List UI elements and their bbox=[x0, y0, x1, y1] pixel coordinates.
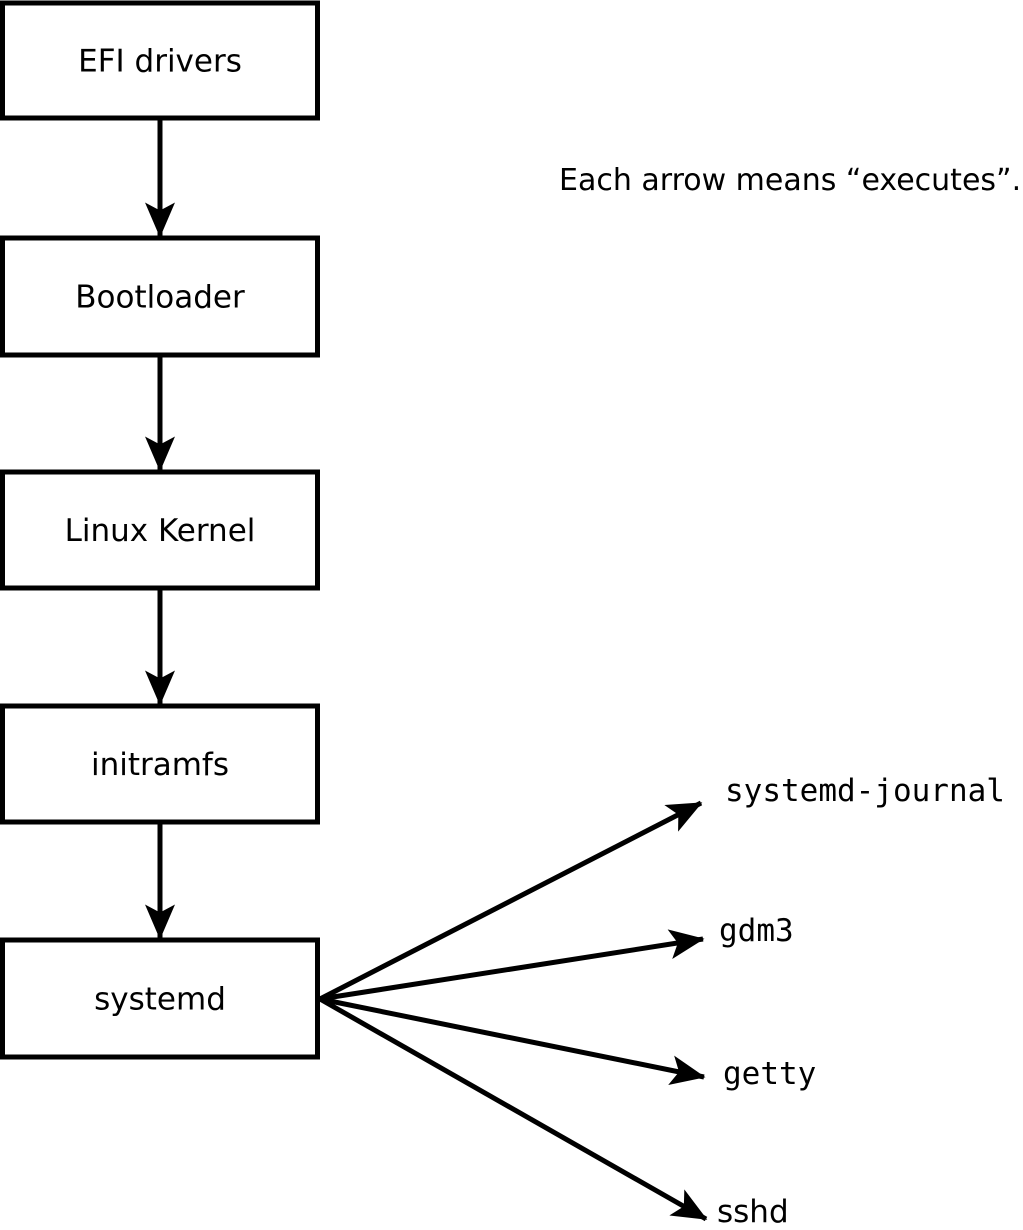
note-text: Each arrow means “executes”. bbox=[559, 163, 1021, 198]
bootloader-box-rect bbox=[0, 235, 320, 358]
target-label-sshd: sshd bbox=[717, 1194, 789, 1230]
arrow-systemd-to-getty bbox=[319, 996, 706, 1086]
target-label-gdm3: gdm3 bbox=[719, 913, 794, 949]
bootloader-box-label: Bootloader bbox=[75, 280, 245, 316]
efi-drivers-box-rect bbox=[0, 0, 320, 121]
systemd-box: systemd bbox=[0, 937, 320, 1060]
efi-drivers-box: EFI drivers bbox=[0, 0, 320, 121]
arrow-systemd-to-gdm3 bbox=[319, 929, 705, 1002]
arrow-systemd-to-journal bbox=[318, 800, 703, 1002]
linux-kernel-box-label: Linux Kernel bbox=[65, 513, 256, 549]
initramfs-box-rect bbox=[0, 703, 320, 825]
initramfs-box: initramfs bbox=[0, 703, 320, 825]
linux-kernel-box: Linux Kernel bbox=[0, 469, 320, 591]
bootloader-box: Bootloader bbox=[0, 235, 320, 358]
target-label-systemd-journal: systemd-journal bbox=[725, 773, 1005, 809]
efi-drivers-box-label: EFI drivers bbox=[78, 44, 242, 80]
systemd-box-label: systemd bbox=[94, 982, 226, 1018]
systemd-box-rect bbox=[0, 937, 320, 1060]
arrow-systemd-to-sshd bbox=[318, 996, 708, 1222]
initramfs-box-label: initramfs bbox=[91, 747, 229, 783]
target-label-getty: getty bbox=[723, 1056, 816, 1092]
